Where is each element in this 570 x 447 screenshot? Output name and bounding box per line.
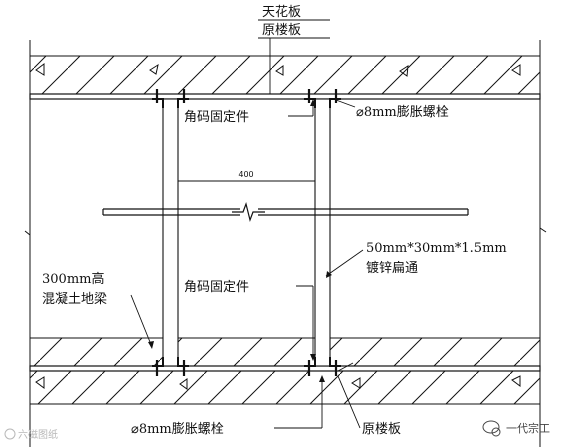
top-original-slab [29, 55, 541, 100]
dimension-label: 400 [238, 170, 253, 179]
bottom-original-slab [30, 371, 540, 405]
bottom-angle-brackets [152, 357, 341, 367]
dimension-400 [177, 176, 316, 186]
angle-bracket-bottom-label: 角码固定件 [184, 280, 249, 295]
channel-spec-label-line1: 50mm*30mm*1.5mm [366, 241, 507, 256]
concrete-ground-beam [29, 337, 541, 372]
original-slab-bottom-label: 原楼板 [362, 422, 401, 437]
channel-spec-label-line2: 镀锌扁通 [366, 260, 418, 276]
galvanized-channel-stud-left [162, 98, 179, 367]
leader-arrows [148, 99, 332, 382]
original-slab-top-label: 原楼板 [262, 23, 301, 38]
watermark-left: 六磁图纸 [4, 428, 58, 441]
angle-bracket-top-label: 角码固定件 [184, 110, 249, 125]
bottom-expansion-bolts [155, 360, 338, 376]
watermark-right: 一代宗工 [482, 420, 550, 437]
expansion-bolt-top-label: ⌀8mm膨胀螺栓 [356, 105, 449, 120]
ceiling-label: 天花板 [262, 4, 301, 20]
galvanized-channel-stud-right [314, 98, 331, 367]
horizontal-channel [102, 201, 469, 223]
watermark-left-text: 六磁图纸 [18, 428, 58, 441]
expansion-bolt-bottom-label: ⌀8mm膨胀螺栓 [131, 422, 224, 437]
watermark-right-text: 一代宗工 [506, 421, 550, 435]
top-expansion-bolts [155, 89, 338, 103]
beam-label-line1: 300mm高 [42, 271, 104, 287]
beam-label-line2: 混凝土地梁 [42, 291, 107, 307]
